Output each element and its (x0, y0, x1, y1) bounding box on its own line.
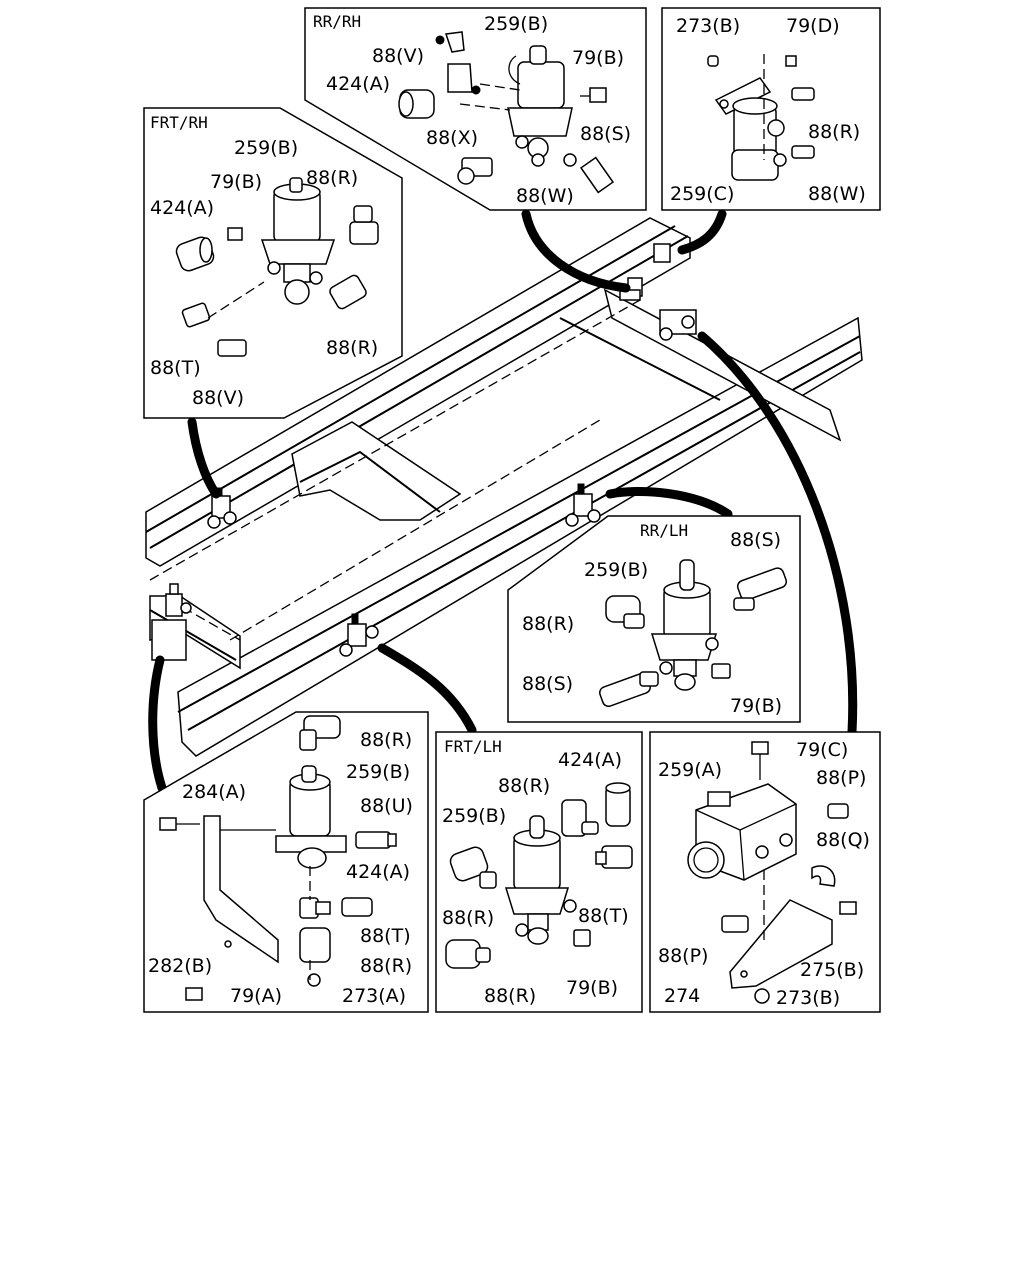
top-right-label-4: 259(C) (670, 183, 734, 205)
bottom-left-label-10: 273(A) (342, 985, 406, 1007)
bottom-left-label-2: 259(B) (346, 761, 410, 783)
bottom-left-label-9: 79(A) (230, 985, 282, 1007)
panel-frt-lh: FRT/LH 424(A) 88(R) 259(B) 88(R) 88(T) 8… (435, 731, 643, 1013)
rr-lh-label-5: 79(B) (730, 695, 782, 717)
frt-lh-label-7: 79(B) (566, 977, 618, 999)
rr-rh-label-3: 79(B) (572, 47, 624, 69)
frt-lh-label-5: 88(T) (578, 905, 629, 927)
frt-rh-label-6: 88(T) (150, 357, 201, 379)
rr-rh-label-7: 88(W) (516, 185, 574, 207)
rr-lh-label-4: 88(S) (522, 673, 573, 695)
rr-rh-label-4: 424(A) (326, 73, 390, 95)
bottom-left-label-1: 88(R) (360, 729, 412, 751)
frame-valve-frt-lh (339, 613, 379, 657)
frt-lh-label-4: 88(R) (442, 907, 494, 929)
rr-rh-label-6: 88(S) (580, 123, 631, 145)
callout-arcs (148, 209, 858, 793)
panel-rr-rh-title: RR/RH (313, 12, 361, 31)
top-right-label-5: 88(W) (808, 183, 866, 205)
frame-valve-rr-lh (565, 483, 601, 527)
top-right-label-3: 88(R) (808, 121, 860, 143)
bottom-right-label-2: 259(A) (658, 759, 722, 781)
rr-rh-label-2: 88(V) (372, 45, 424, 67)
rr-lh-label-1: 88(S) (730, 529, 781, 551)
frt-lh-label-2: 88(R) (498, 775, 550, 797)
bottom-left-label-3: 284(A) (182, 781, 246, 803)
bottom-left-label-4: 88(U) (360, 795, 413, 817)
panel-rr-lh: RR/LH 88(S) 259(B) 88(R) 88(S) 79(B) (507, 515, 801, 723)
frt-rh-label-4: 424(A) (150, 197, 214, 219)
rr-lh-label-3: 88(R) (522, 613, 574, 635)
bottom-right-label-4: 88(Q) (816, 829, 870, 851)
frt-rh-label-5: 88(R) (326, 337, 378, 359)
rr-lh-label-2: 259(B) (584, 559, 648, 581)
bottom-left-label-8: 88(R) (360, 955, 412, 977)
bottom-right-label-8: 273(B) (776, 987, 840, 1009)
frame-valve-rear-group (619, 243, 697, 341)
rr-rh-label-5: 88(X) (426, 127, 478, 149)
panel-bottom-left: 88(R) 259(B) 284(A) 88(U) 424(A) 88(T) 2… (143, 711, 429, 1013)
frt-lh-label-3: 259(B) (442, 805, 506, 827)
bottom-right-label-3: 88(P) (816, 767, 866, 789)
top-right-label-2: 79(D) (786, 15, 840, 37)
bottom-right-label-5: 88(P) (658, 945, 708, 967)
bottom-right-label-6: 275(B) (800, 959, 864, 981)
frame-valve-front-left (165, 583, 192, 617)
frt-rh-label-7: 88(V) (192, 387, 244, 409)
frt-lh-label-6: 88(R) (484, 985, 536, 1007)
bottom-right-label-7: 274 (664, 985, 700, 1007)
bottom-right-label-1: 79(C) (796, 739, 848, 761)
panel-bottom-right: 79(C) 259(A) 88(P) 88(Q) 88(P) 275(B) 27… (649, 731, 881, 1013)
bottom-left-label-7: 282(B) (148, 955, 212, 977)
panel-rr-lh-title: RR/LH (640, 521, 688, 540)
panel-frt-lh-title: FRT/LH (444, 737, 502, 756)
rr-rh-label-1: 259(B) (484, 13, 548, 35)
frt-rh-label-2: 79(B) (210, 171, 262, 193)
bottom-left-label-5: 424(A) (346, 861, 410, 883)
top-right-label-1: 273(B) (676, 15, 740, 37)
frt-rh-label-1: 259(B) (234, 137, 298, 159)
frt-rh-label-3: 88(R) (306, 167, 358, 189)
panel-top-right: 273(B) 79(D) 88(R) 259(C) 88(W) (661, 7, 881, 211)
panel-frt-rh: FRT/RH 259(B) 79(B) 88(R) 424(A) 88(R) 8… (143, 107, 403, 419)
panel-frt-rh-title: FRT/RH (150, 113, 208, 132)
panel-rr-rh: RR/RH 259(B) 88(V) 79(B) 424(A) 88(X) (304, 7, 647, 211)
frt-lh-label-1: 424(A) (558, 749, 622, 771)
bottom-left-label-6: 88(T) (360, 925, 411, 947)
